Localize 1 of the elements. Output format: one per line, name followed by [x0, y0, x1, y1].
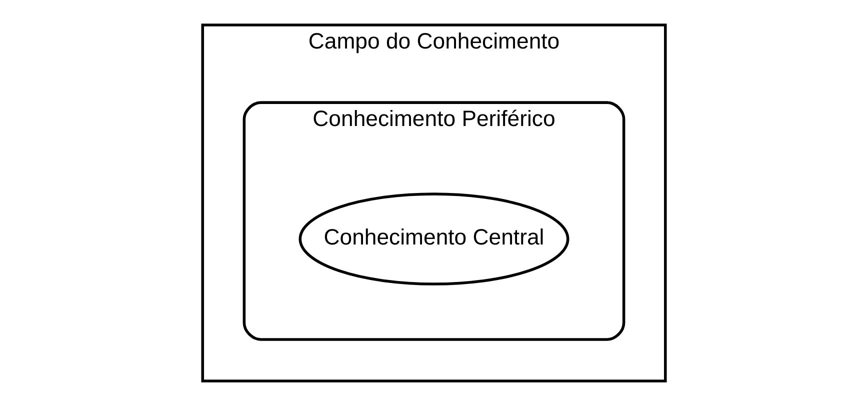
node-ellipse: Conhecimento Central: [298, 192, 570, 286]
